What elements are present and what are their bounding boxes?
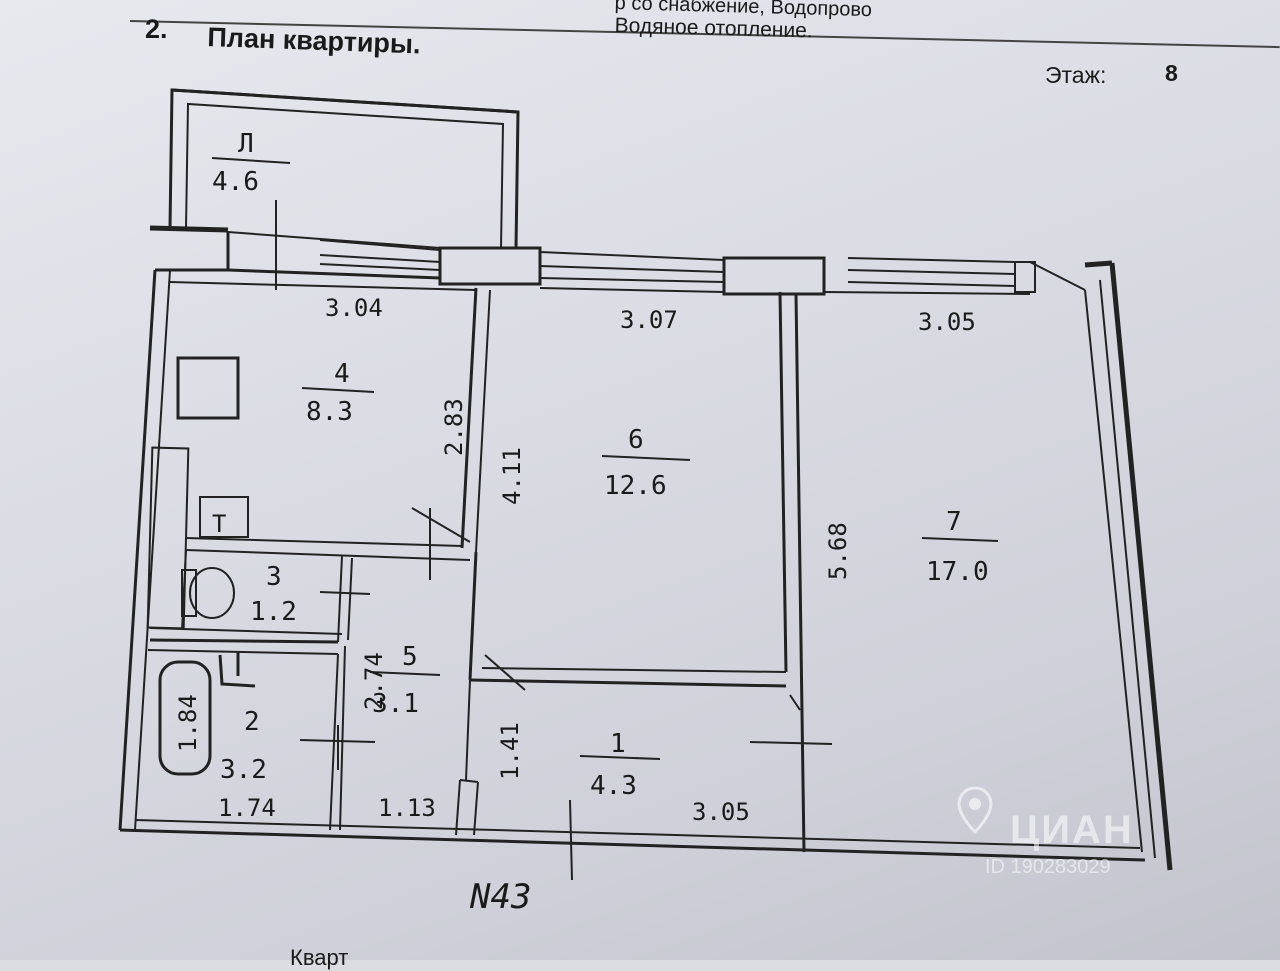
room-hall: 1 4.3 (579, 729, 661, 801)
room-kitchen: 4 8.3 (301, 359, 375, 427)
kitchen-stove-icon (176, 356, 240, 420)
bathtub-icon (158, 660, 212, 776)
footer-text: Кварт (290, 945, 349, 970)
cian-logo-icon (957, 786, 993, 834)
room-balcony: Л 4.6 (211, 129, 291, 197)
dim-room6-depth: 4.11 (498, 447, 526, 505)
dim-hall-width: 3.05 (692, 798, 750, 826)
gas-meter-label: T (212, 510, 226, 538)
room-area: 12.6 (604, 471, 667, 501)
room-number: 6 (628, 425, 644, 455)
room-area: 3.1 (372, 689, 419, 719)
dim-corridor-width: 1.13 (378, 794, 436, 822)
room-area: 4.3 (590, 771, 637, 801)
room-area: 3.2 (220, 755, 267, 785)
dim-kitchen-depth: 2.83 (440, 398, 468, 456)
room-number: 7 (946, 507, 962, 537)
dim-hall-depth: 1.41 (496, 722, 524, 780)
dim-bathtub-length: 1.84 (174, 694, 202, 752)
room-number: Л (238, 129, 254, 159)
floor-value: 8 (1165, 60, 1178, 86)
room-labels: Л 4.6 4 8.3 6 12.6 7 17.0 3 1.2 5 3.1 (211, 129, 999, 801)
dim-kitchen-width: 3.04 (325, 294, 383, 322)
room-corridor: 5 3.1 (369, 642, 441, 719)
room-number: 3 (266, 562, 282, 592)
room-area: 17.0 (926, 557, 989, 587)
room-area: 1.2 (250, 597, 297, 627)
section-number: 2. (145, 14, 168, 44)
dimension-lines (275, 200, 833, 881)
room-number: 5 (402, 642, 418, 672)
dim-bathroom-width: 1.74 (218, 794, 276, 822)
interior-walls (146, 287, 806, 853)
toilet-icon (181, 567, 235, 619)
room-bathroom: 2 3.2 (220, 707, 267, 785)
room-number: 4 (334, 359, 350, 389)
gas-meter-icon (199, 496, 249, 538)
room-number: 1 (610, 729, 626, 759)
room-number: 2 (244, 707, 260, 737)
balcony-walls (149, 88, 520, 249)
watermark-brand: ЦИАН (1010, 808, 1134, 852)
dim-room7-depth: 5.68 (824, 522, 852, 580)
dim-room6-width: 3.07 (620, 306, 678, 334)
room-toilet: 3 1.2 (250, 562, 297, 627)
dim-corridor-length: 2.74 (360, 652, 388, 710)
dimension-labels: 3.04 3.07 3.05 2.83 4.11 5.68 2.74 1.41 … (174, 294, 976, 826)
outer-walls (118, 231, 1173, 871)
apartment-number: N43 (469, 877, 531, 917)
sink-icon (218, 652, 256, 688)
room-area: 8.3 (306, 397, 353, 427)
floor-label: Этаж: (1045, 62, 1107, 88)
watermark-id: ID 190283029 (985, 856, 1111, 878)
room-6: 6 12.6 (601, 425, 691, 501)
room-area: 4.6 (212, 167, 259, 197)
dim-room7-width: 3.05 (918, 308, 976, 336)
room-7: 7 17.0 (921, 507, 999, 587)
